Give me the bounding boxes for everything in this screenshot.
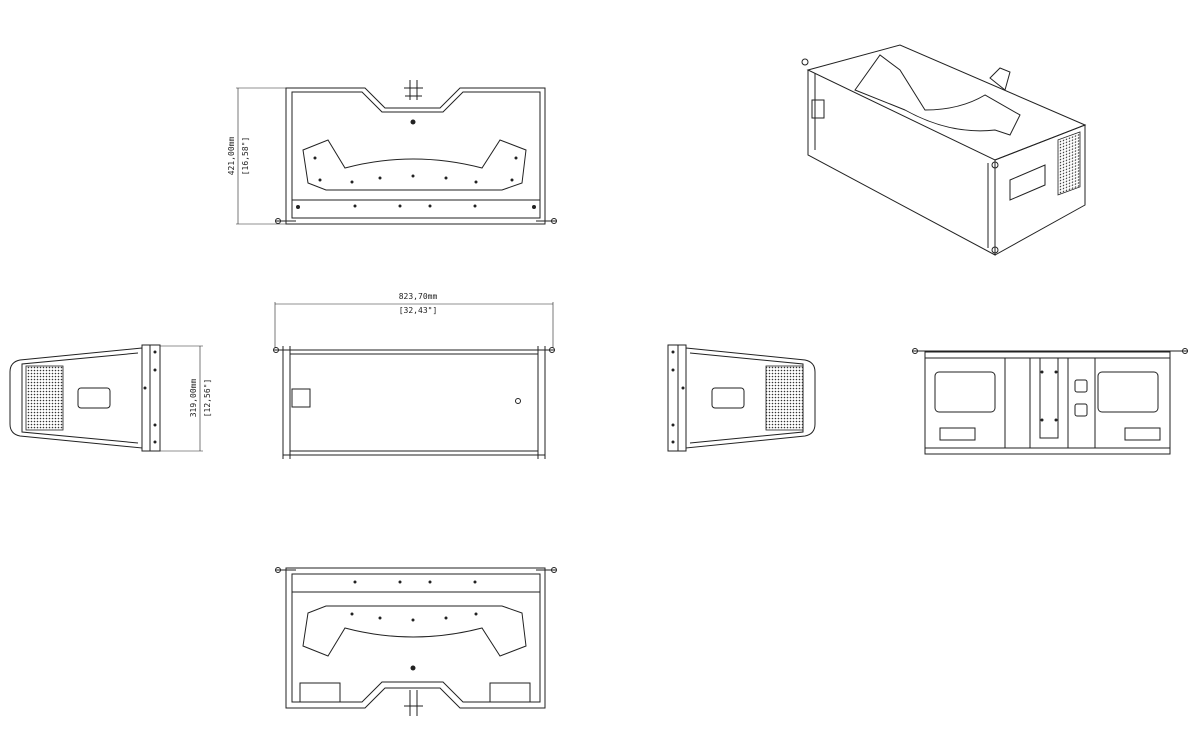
height-metric-label: 421,00mm: [227, 137, 236, 176]
width-dimension: 823,70mm [32,43"]: [274, 292, 554, 348]
left-side-view: [9, 344, 161, 452]
top-view: [275, 80, 557, 225]
depth-dimension: 319,00mm [12,56"]: [160, 345, 212, 452]
right-side-view: [667, 344, 816, 452]
width-metric-label: 823,70mm: [399, 292, 438, 301]
front-view: [273, 346, 555, 459]
height-dimension: 421,00mm [16,58"]: [227, 87, 286, 225]
rear-view: [912, 348, 1188, 455]
bottom-view: [275, 567, 557, 716]
height-imperial-label: [16,58"]: [241, 137, 250, 176]
depth-imperial-label: [12,56"]: [203, 379, 212, 418]
depth-metric-label: 319,00mm: [189, 379, 198, 418]
width-imperial-label: [32,43"]: [399, 306, 438, 315]
isometric-view: [801, 44, 1087, 256]
